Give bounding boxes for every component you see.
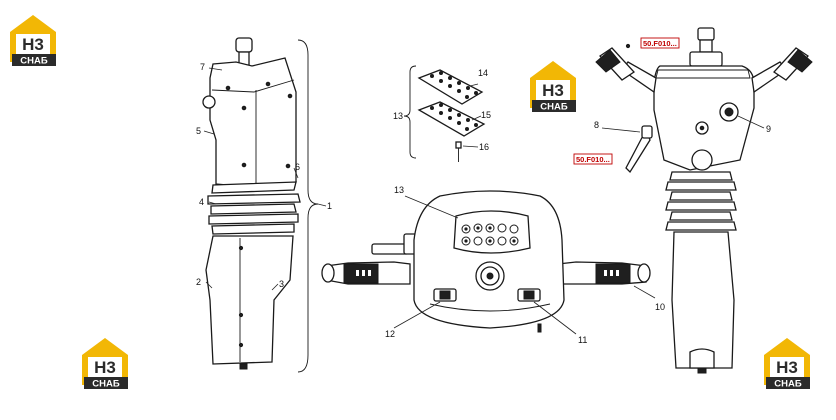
callout-13-plates: 13 (393, 111, 403, 121)
svg-text:CHAБ: CHAБ (540, 102, 568, 113)
callout-8: 8 (594, 120, 599, 130)
svg-text:CHAБ: CHAБ (92, 379, 120, 390)
callout-9: 9 (766, 124, 771, 134)
callout-14: 14 (478, 68, 488, 78)
plates-detail (403, 65, 486, 162)
svg-text:H3: H3 (542, 81, 564, 100)
callout-1: 1 (327, 201, 332, 211)
callout-15: 15 (481, 110, 491, 120)
callout-2: 2 (196, 277, 201, 287)
svg-text:H3: H3 (22, 35, 44, 54)
svg-text:H3: H3 (94, 358, 116, 377)
callout-16: 16 (479, 142, 489, 152)
callout-4: 4 (199, 197, 204, 207)
callout-5: 5 (196, 126, 201, 136)
svg-text:CHAБ: CHAБ (774, 379, 802, 390)
joystick-side-view (202, 37, 327, 373)
joystick-top-view (321, 190, 656, 335)
logo-top-left: H3 CHAБ (10, 15, 56, 67)
callout-7: 7 (200, 62, 205, 72)
svg-text:H3: H3 (776, 358, 798, 377)
ref-label-top: 50.F010... (643, 39, 677, 48)
callout-11: 11 (578, 335, 587, 345)
ref-label-left: 50.F010... (576, 155, 610, 164)
callout-3: 3 (279, 279, 284, 289)
logo-top-center: H3 CHAБ (530, 61, 576, 113)
callout-10: 10 (655, 302, 665, 312)
joystick-front-view (573, 27, 813, 374)
logo-bottom-right: H3 CHAБ (764, 338, 810, 390)
callout-12: 12 (385, 329, 395, 339)
svg-text:CHAБ: CHAБ (20, 56, 48, 67)
logo-bottom-left: H3 CHAБ (82, 338, 128, 390)
callout-6: 6 (295, 162, 300, 172)
callout-13-keypad: 13 (394, 185, 404, 195)
